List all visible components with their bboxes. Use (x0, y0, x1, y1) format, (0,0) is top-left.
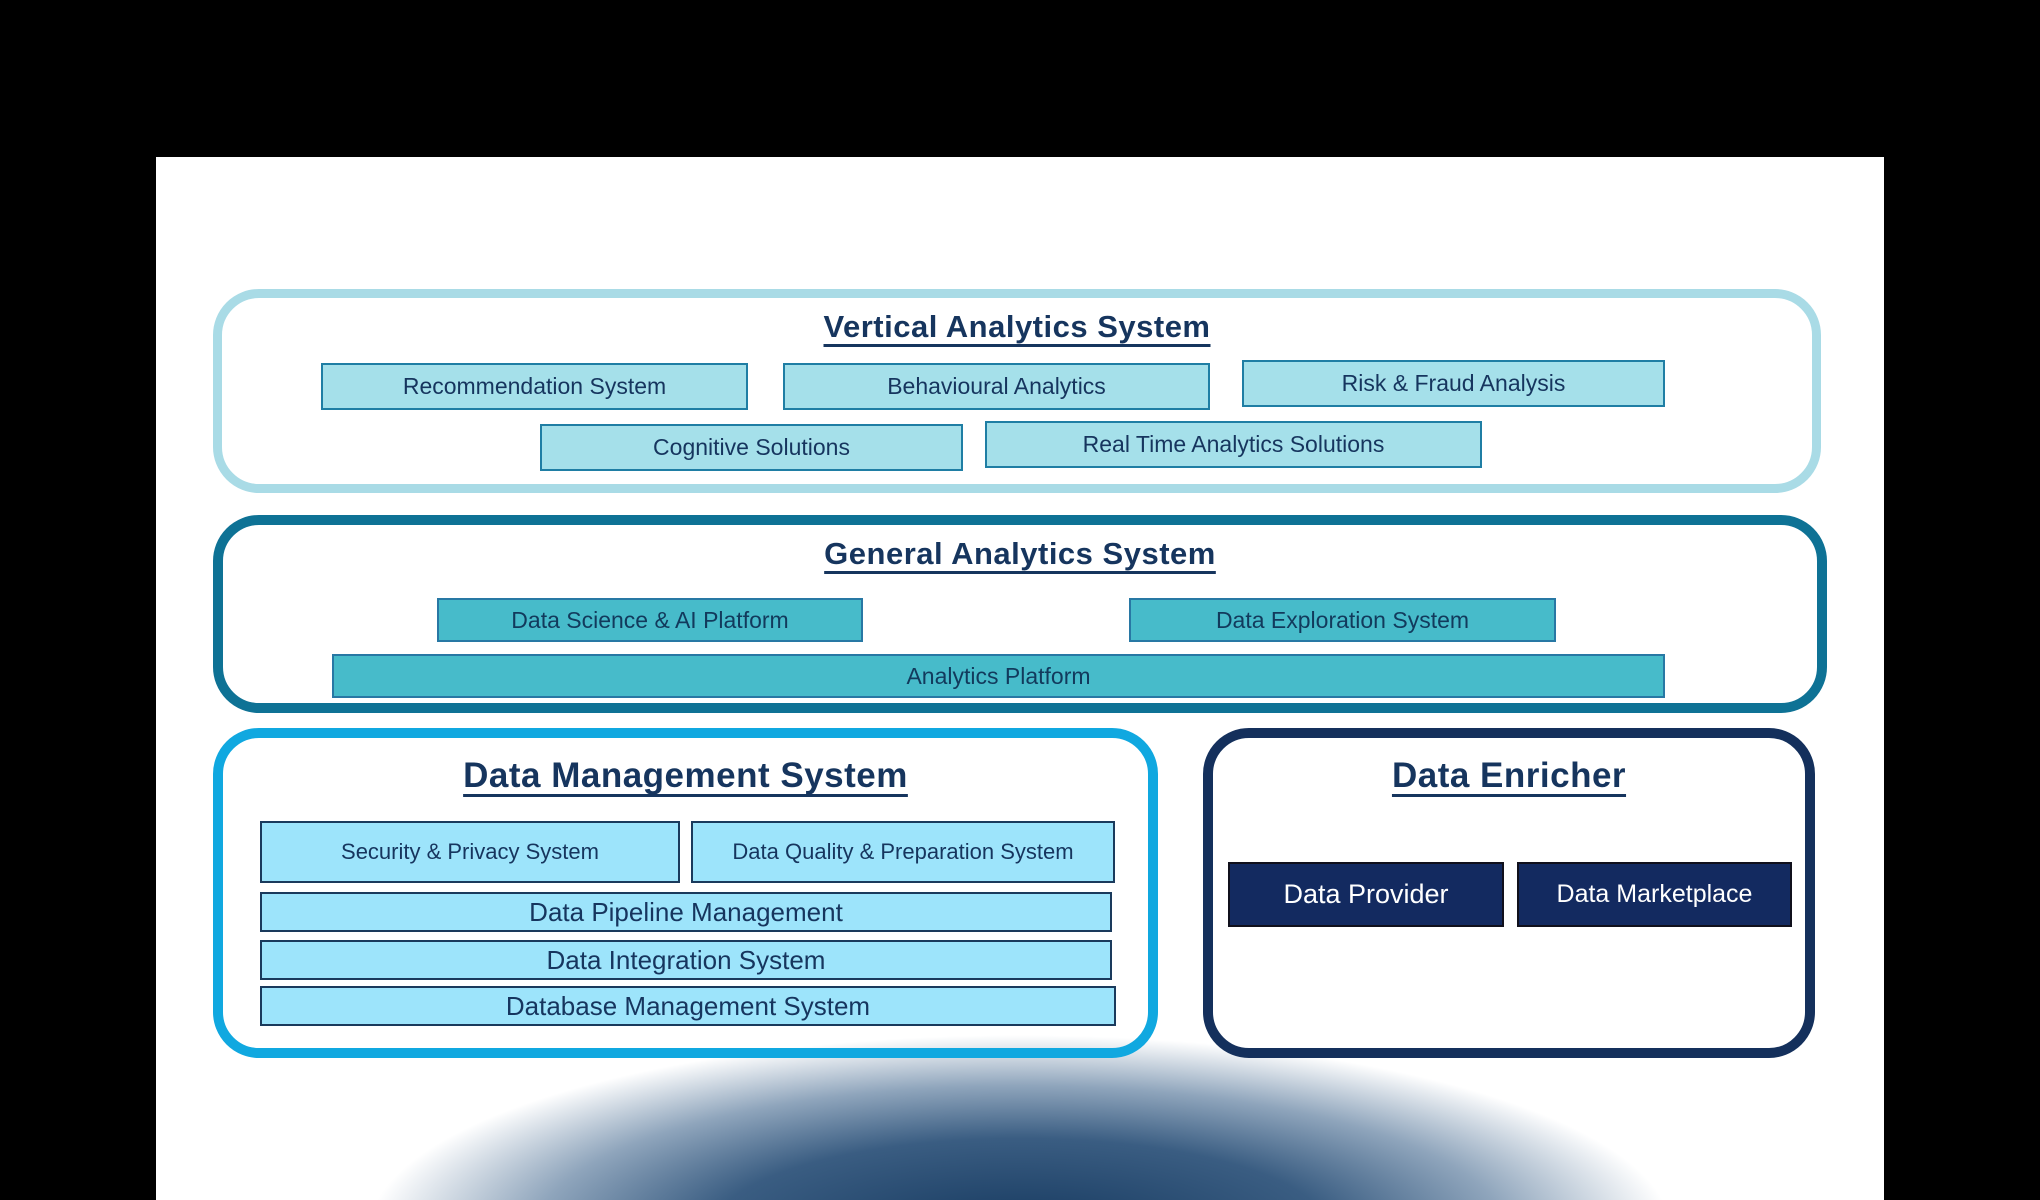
data-provider-box: Data Provider (1228, 862, 1504, 927)
recommendation-system-box: Recommendation System (321, 363, 748, 410)
data-management-system-title: Data Management System (463, 756, 908, 795)
risk-fraud-analysis-box: Risk & Fraud Analysis (1242, 360, 1665, 407)
data-enricher-container: Data Enricher Data Provider Data Marketp… (1203, 728, 1815, 1058)
general-analytics-system-title: General Analytics System (824, 536, 1216, 571)
data-enricher-title: Data Enricher (1391, 756, 1627, 795)
data-integration-system-box: Data Integration System (260, 940, 1112, 980)
data-marketplace-box: Data Marketplace (1517, 862, 1792, 927)
general-analytics-system-container: General Analytics System Data Science & … (213, 515, 1827, 713)
data-science-ai-platform-box: Data Science & AI Platform (437, 598, 863, 642)
real-time-analytics-solutions-box: Real Time Analytics Solutions (985, 421, 1482, 468)
slide-canvas: Vertical Analytics System Recommendation… (156, 157, 1884, 1200)
data-quality-preparation-system-box: Data Quality & Preparation System (691, 821, 1115, 883)
behavioural-analytics-box: Behavioural Analytics (783, 363, 1210, 410)
data-exploration-system-box: Data Exploration System (1129, 598, 1556, 642)
analytics-platform-box: Analytics Platform (332, 654, 1665, 698)
database-management-system-box: Database Management System (260, 986, 1116, 1026)
data-management-system-container: Data Management System Security & Privac… (213, 728, 1158, 1058)
cognitive-solutions-box: Cognitive Solutions (540, 424, 963, 471)
security-privacy-system-box: Security & Privacy System (260, 821, 680, 883)
data-pipeline-management-box: Data Pipeline Management (260, 892, 1112, 932)
vertical-analytics-system-title: Vertical Analytics System (823, 309, 1211, 344)
vertical-analytics-system-container: Vertical Analytics System Recommendation… (213, 289, 1821, 493)
